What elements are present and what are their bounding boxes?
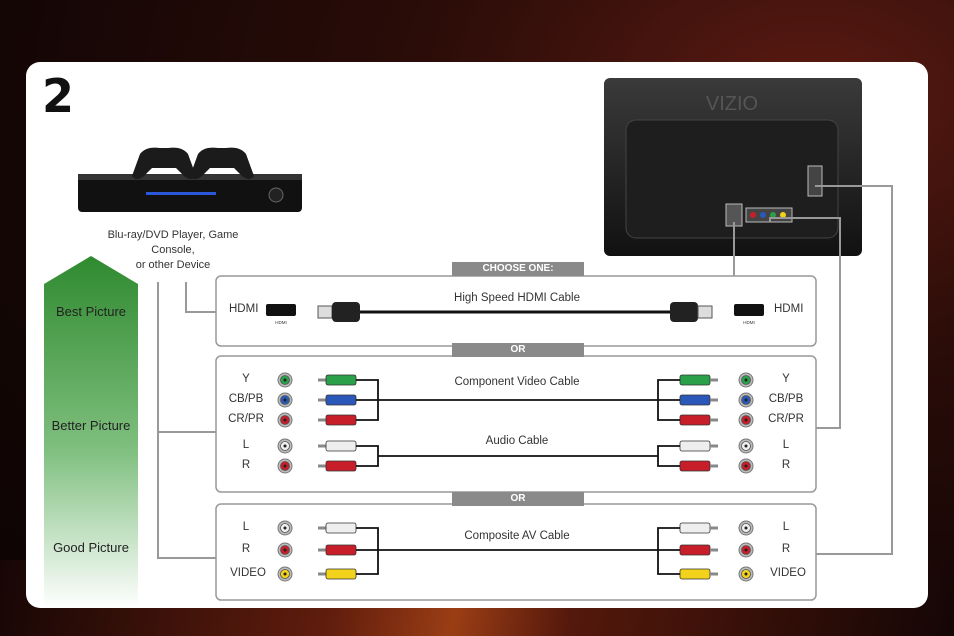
quality-good: Good Picture [53,540,129,555]
rca-jack-icon [738,372,754,388]
or-chip-1: OR [452,343,584,357]
composite-cable-label: Composite AV Cable [464,530,570,542]
hdmi-port-left-icon [266,304,296,316]
quality-best: Best Picture [55,304,127,319]
rca-jack-icon [277,566,293,582]
component-right-cb: CB/PB [768,393,804,405]
rca-jack-icon [277,392,293,408]
rca-jack-icon [277,372,293,388]
component-right-y: Y [782,373,790,385]
composite-left-l: L [242,521,250,533]
choose-one-chip: CHOOSE ONE: [452,262,584,276]
audio-right-r: R [781,459,791,471]
component-left-cb: CB/PB [228,393,264,405]
game-controller-icon [132,147,254,179]
svg-text:HDMI: HDMI [743,320,755,325]
composite-right-r: R [781,543,791,555]
cable-bundle-lines [356,379,680,575]
component-left-cr: CR/PR [228,413,264,425]
svg-text:HDMI: HDMI [275,320,287,325]
hdmi-port-right-icon [734,304,764,316]
hdmi-right-label: HDMI [774,303,804,315]
rca-plug-icon [679,374,718,386]
rca-jack-icon [738,458,754,474]
tv-back-icon: VIZIO [604,78,862,256]
rca-jack-icon [277,458,293,474]
component-right-cr: CR/PR [768,413,804,425]
routing-lines [157,185,893,559]
rca-jack-icon [738,566,754,582]
composite-right-l: L [782,521,790,533]
rca-jack-icon [277,412,293,428]
quality-arrow [44,256,138,608]
jacks-group [277,372,754,582]
hdmi-left-label: HDMI [229,303,259,315]
audio-left-r: R [241,459,251,471]
diagram-card: 2 VIZIO [26,62,928,608]
rca-plug-icon [679,460,718,472]
svg-text:VIZIO: VIZIO [706,93,758,115]
step-number: 2 [42,69,75,123]
rca-jack-icon [738,412,754,428]
or-chip-2: OR [452,492,584,506]
rca-jack-icon [277,520,293,536]
rca-jack-icon [277,438,293,454]
plugs-group [318,374,718,580]
rca-jack-icon [738,542,754,558]
composite-left-r: R [241,543,251,555]
rca-jack-icon [277,542,293,558]
audio-cable-label: Audio Cable [485,435,549,447]
composite-right-video: VIDEO [770,567,806,579]
bluray-player-icon [78,174,302,212]
composite-left-video: VIDEO [230,567,266,579]
source-device-caption: Blu-ray/DVD Player, Game Console, or oth… [107,229,239,271]
component-left-y: Y [242,373,250,385]
quality-better: Better Picture [51,418,131,433]
rca-plug-icon [679,414,718,426]
hdmi-cable-label: High Speed HDMI Cable [454,292,580,304]
audio-left-l: L [242,439,250,451]
connection-diagram: VIZIO HDMI HDMI [44,78,893,608]
audio-right-l: L [782,439,790,451]
rca-jack-icon [738,392,754,408]
rca-jack-icon [738,520,754,536]
hdmi-cable-icon [317,302,713,322]
composite-panel [215,503,817,601]
rca-jack-icon [738,438,754,454]
component-cable-label: Component Video Cable [454,376,580,388]
